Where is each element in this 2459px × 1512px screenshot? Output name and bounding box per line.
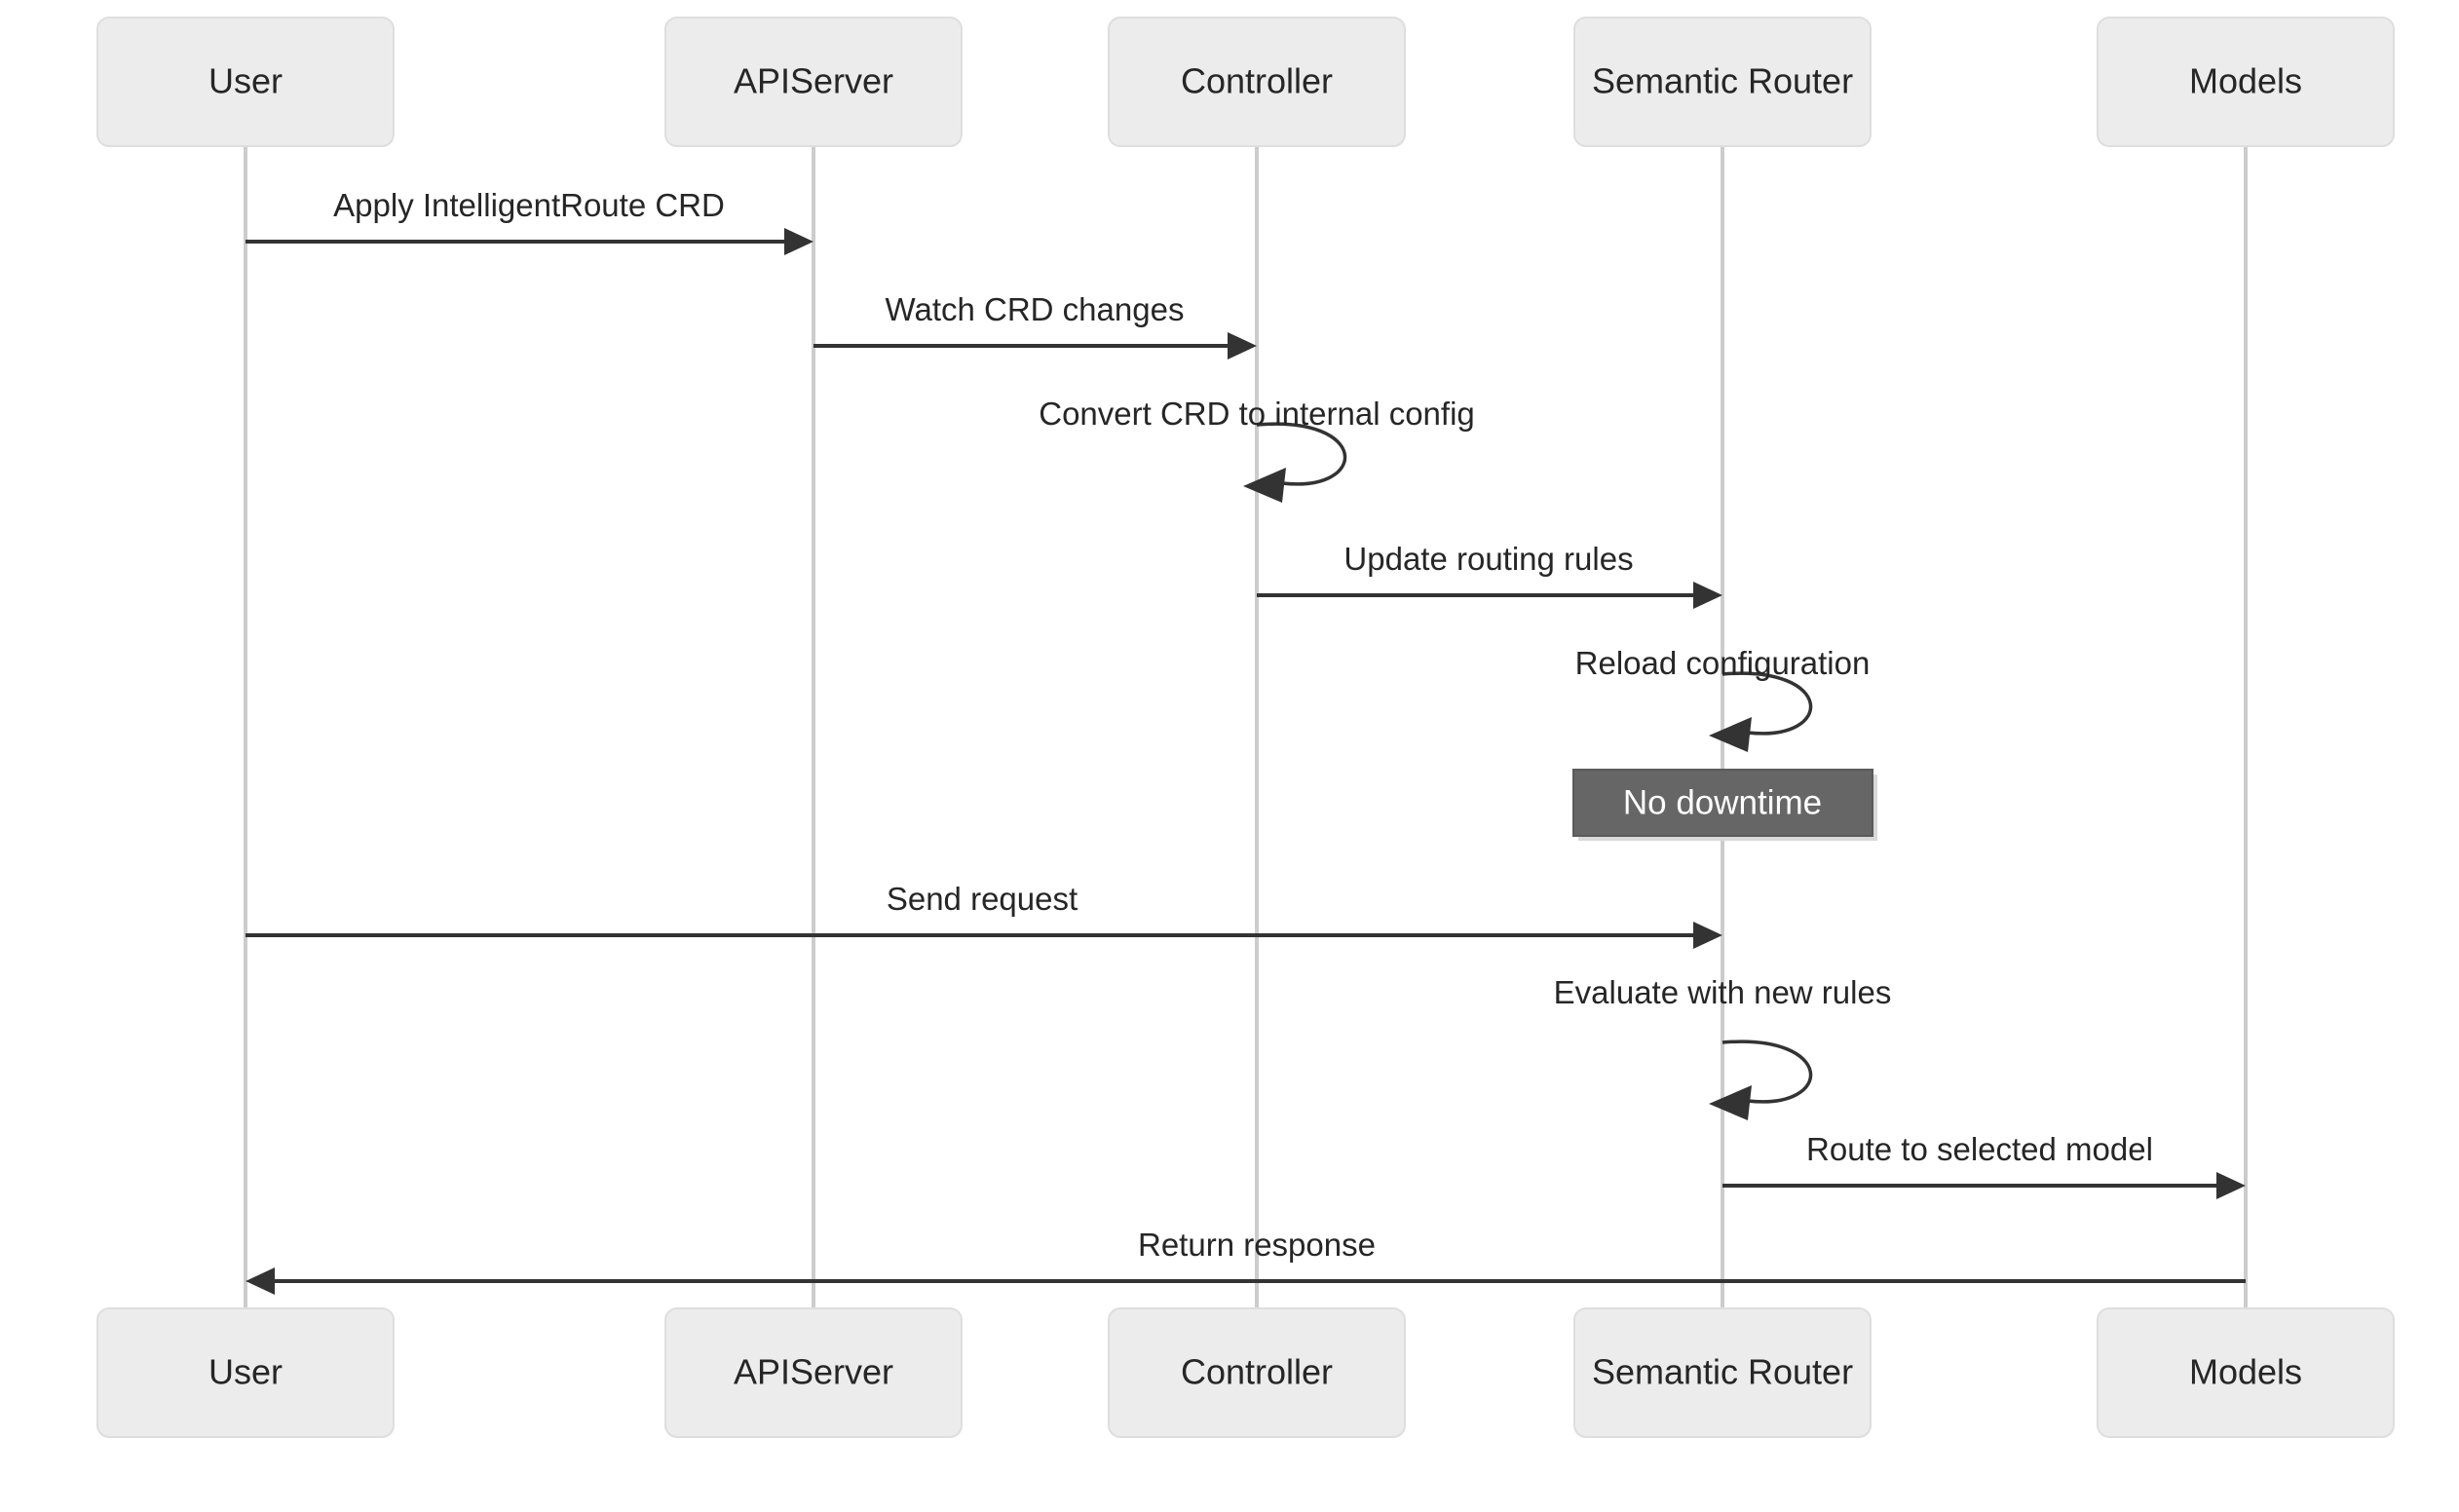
actor-label-user: User	[208, 61, 283, 101]
actor-box-top-apiserver[interactable]: APIServer	[664, 17, 963, 147]
arrowhead	[1243, 468, 1286, 503]
messages-group: Apply IntelligentRoute CRD Watch CRD chan…	[246, 187, 2246, 1295]
actor-rect	[96, 1307, 395, 1438]
actor-label-semantic_router: Semantic Router	[1592, 1352, 1853, 1392]
arrowhead	[1228, 332, 1257, 359]
message-label-reload-configuration: Reload configuration	[1575, 645, 1871, 681]
actor-rect	[664, 17, 963, 147]
actor-rect	[1573, 17, 1872, 147]
notes-group: No downtime	[1572, 769, 1877, 841]
actor-box-bottom-semantic_router[interactable]: Semantic Router	[1573, 1307, 1872, 1438]
actor-label-apiserver: APIServer	[734, 61, 893, 101]
actor-label-controller: Controller	[1181, 1352, 1333, 1392]
message-label-watch-crd-changes: Watch CRD changes	[886, 291, 1185, 327]
actor-label-controller: Controller	[1181, 61, 1333, 101]
message-label-evaluate-with-new-rules: Evaluate with new rules	[1554, 974, 1892, 1010]
actor-label-models: Models	[2189, 1352, 2302, 1392]
actor-box-bottom-controller[interactable]: Controller	[1108, 1307, 1406, 1438]
message-update-routing-rules[interactable]: Update routing rules	[1257, 541, 1722, 609]
actors-bottom-group: User APIServer Controller Semantic Router Mo…	[96, 1307, 2395, 1438]
self-loop-path	[1721, 1040, 1813, 1104]
actor-label-apiserver: APIServer	[734, 1352, 893, 1392]
self-loop-path	[1256, 422, 1347, 486]
message-apply-intelligentroute-crd[interactable]: Apply IntelligentRoute CRD	[246, 187, 813, 255]
actor-box-top-models[interactable]: Models	[2097, 17, 2395, 147]
message-label-route-to-selected-model: Route to selected model	[1806, 1131, 2153, 1167]
actor-box-bottom-models[interactable]: Models	[2097, 1307, 2395, 1438]
message-label-convert-crd-to-internal-config: Convert CRD to internal config	[1039, 396, 1475, 432]
message-label-send-request: Send request	[887, 881, 1078, 917]
self-loop-path	[1721, 671, 1813, 736]
arrowhead	[1709, 1085, 1752, 1120]
arrowhead	[246, 1267, 275, 1295]
actor-label-user: User	[208, 1352, 283, 1392]
actor-rect	[664, 1307, 963, 1438]
note-label: No downtime	[1623, 783, 1822, 821]
actor-box-bottom-user[interactable]: User	[96, 1307, 395, 1438]
arrowhead	[1693, 582, 1722, 609]
arrowhead	[1693, 922, 1722, 949]
actor-box-bottom-apiserver[interactable]: APIServer	[664, 1307, 963, 1438]
actor-rect	[1108, 1307, 1406, 1438]
actors-top-group: User APIServer Controller Semantic Router Mo…	[96, 17, 2395, 147]
message-convert-crd-to-internal-config[interactable]: Convert CRD to internal config	[1039, 396, 1475, 503]
message-return-response[interactable]: Return response	[246, 1227, 2246, 1295]
actor-box-top-semantic_router[interactable]: Semantic Router	[1573, 17, 1872, 147]
message-route-to-selected-model[interactable]: Route to selected model	[1722, 1131, 2246, 1199]
message-label-apply-intelligentroute-crd: Apply IntelligentRoute CRD	[333, 187, 725, 223]
actor-label-semantic_router: Semantic Router	[1592, 61, 1853, 101]
arrowhead	[1709, 717, 1752, 752]
actor-rect	[2097, 1307, 2395, 1438]
message-evaluate-with-new-rules[interactable]: Evaluate with new rules	[1554, 974, 1892, 1120]
actor-rect	[1108, 17, 1406, 147]
actor-box-top-user[interactable]: User	[96, 17, 395, 147]
message-reload-configuration[interactable]: Reload configuration	[1575, 645, 1871, 752]
message-watch-crd-changes[interactable]: Watch CRD changes	[813, 291, 1257, 359]
actor-label-models: Models	[2189, 61, 2302, 101]
message-label-update-routing-rules: Update routing rules	[1343, 541, 1633, 577]
actor-rect	[1573, 1307, 1872, 1438]
actor-rect	[2097, 17, 2395, 147]
message-label-return-response: Return response	[1138, 1227, 1376, 1263]
actor-box-top-controller[interactable]: Controller	[1108, 17, 1406, 147]
note-rect	[1572, 769, 1873, 837]
arrowhead	[2216, 1172, 2246, 1199]
lifelines-group	[244, 146, 2248, 1308]
message-send-request[interactable]: Send request	[246, 881, 1722, 949]
arrowhead	[784, 228, 813, 255]
note-no-downtime[interactable]: No downtime	[1572, 769, 1877, 841]
actor-rect	[96, 17, 395, 147]
